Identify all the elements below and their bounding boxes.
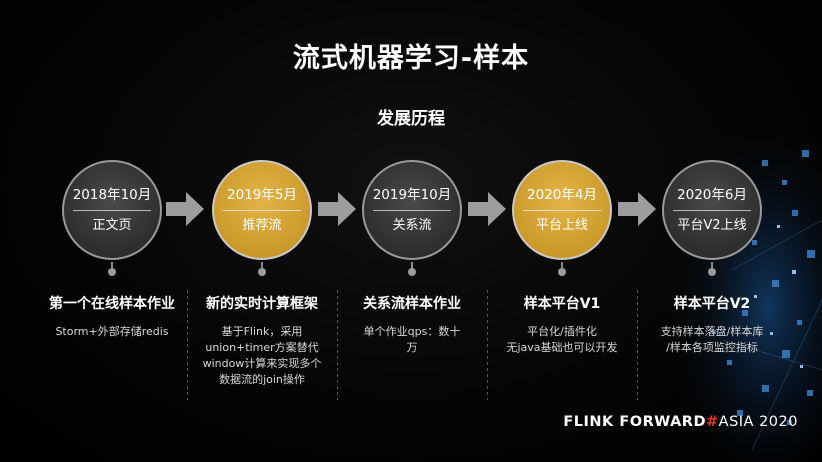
stage-description-2: 新的实时计算框架 基于Flink，采用 union+timer方案替代 wind…: [184, 294, 340, 388]
stage-title: 关系流样本作业: [363, 296, 461, 312]
stage-description-1: 第一个在线样本作业 Storm+外部存储redis: [34, 294, 190, 340]
stage-circle: 2020年6月 平台V2上线: [662, 160, 762, 260]
stage-date: 2018年10月: [72, 186, 152, 203]
stage-detail: Storm+外部存储redis: [34, 324, 190, 340]
stage-description-5: 样本平台V2 支持样本落盘/样本库 /样本各项监控指标: [634, 294, 790, 356]
column-divider: [337, 290, 338, 400]
detail-line: 基于Flink，采用: [221, 325, 303, 338]
column-divider: [637, 290, 638, 400]
stage-title: 第一个在线样本作业: [49, 296, 175, 312]
stage-date: 2019年10月: [372, 186, 452, 203]
stage-circle: 2018年10月 正文页: [62, 160, 162, 260]
stage-divider: [673, 209, 751, 211]
stage-date: 2020年4月: [527, 186, 597, 203]
stage-label: 推荐流: [242, 217, 282, 233]
stage-divider: [523, 209, 601, 211]
stage-circle: 2020年4月 平台上线: [512, 160, 612, 260]
arrow-right-icon: [318, 192, 356, 226]
page-subtitle: 发展历程: [377, 109, 445, 129]
stage-title: 样本平台V2: [673, 296, 751, 312]
stage-connector: [711, 262, 713, 270]
stage-connector: [261, 262, 263, 270]
stage-connector: [111, 262, 113, 270]
column-divider: [487, 290, 488, 400]
stage-divider: [73, 209, 151, 211]
brand-name: FLINK FORWARD: [563, 414, 706, 430]
column-divider: [187, 290, 188, 400]
detail-line: window计算来实现多个: [202, 357, 322, 370]
timeline-stage-4: 2020年4月 平台上线: [512, 160, 612, 260]
stage-divider: [223, 209, 301, 211]
stage-description-4: 样本平台V1 平台化/插件化 无java基础也可以开发: [484, 294, 640, 356]
timeline-stage-1: 2018年10月 正文页: [62, 160, 162, 260]
detail-line: 平台化/插件化: [527, 325, 597, 338]
detail-line: 数据流的join操作: [219, 373, 305, 386]
detail-line: Storm+外部存储redis: [55, 325, 169, 338]
stage-connector: [411, 262, 413, 270]
detail-line: 万: [406, 341, 418, 354]
stage-circle: 2019年10月 关系流: [362, 160, 462, 260]
stage-description-3: 关系流样本作业 单个作业qps：数十 万: [334, 294, 490, 356]
stage-detail: 支持样本落盘/样本库 /样本各项监控指标: [634, 324, 790, 356]
stage-detail: 基于Flink，采用 union+timer方案替代 window计算来实现多个…: [184, 324, 340, 388]
detail-line: /样本各项监控指标: [666, 341, 758, 354]
stage-dot: [108, 268, 116, 276]
stage-label: 关系流: [392, 217, 432, 233]
stage-connector: [561, 262, 563, 270]
timeline-stage-5: 2020年6月 平台V2上线: [662, 160, 762, 260]
timeline-stage-3: 2019年10月 关系流: [362, 160, 462, 260]
stage-title: 新的实时计算框架: [206, 296, 318, 312]
stage-date: 2020年6月: [677, 186, 747, 203]
arrow-right-icon: [166, 192, 204, 226]
brand-hash: #: [706, 414, 719, 430]
stage-label: 正文页: [92, 217, 132, 233]
stage-date: 2019年5月: [227, 186, 297, 203]
detail-line: 无java基础也可以开发: [506, 341, 618, 354]
stage-dot: [708, 268, 716, 276]
arrow-right-icon: [468, 192, 506, 226]
stage-detail: 平台化/插件化 无java基础也可以开发: [484, 324, 640, 356]
stage-circle: 2019年5月 推荐流: [212, 160, 312, 260]
stage-divider: [373, 209, 451, 211]
timeline-stage-2: 2019年5月 推荐流: [212, 160, 312, 260]
event-logo: FLINK FORWARD#ASIA 2020: [563, 414, 798, 430]
brand-event: ASIA 2020: [718, 414, 798, 430]
stage-title: 样本平台V1: [523, 296, 601, 312]
stage-label: 平台V2上线: [677, 217, 747, 233]
stage-dot: [258, 268, 266, 276]
detail-line: 单个作业qps：数十: [363, 325, 461, 338]
detail-line: 支持样本落盘/样本库: [660, 325, 764, 338]
stage-label: 平台上线: [535, 217, 588, 233]
arrow-right-icon: [618, 192, 656, 226]
stage-detail: 单个作业qps：数十 万: [334, 324, 490, 356]
stage-dot: [408, 268, 416, 276]
page-title: 流式机器学习-样本: [292, 43, 530, 74]
detail-line: union+timer方案替代: [205, 341, 319, 354]
stage-dot: [558, 268, 566, 276]
